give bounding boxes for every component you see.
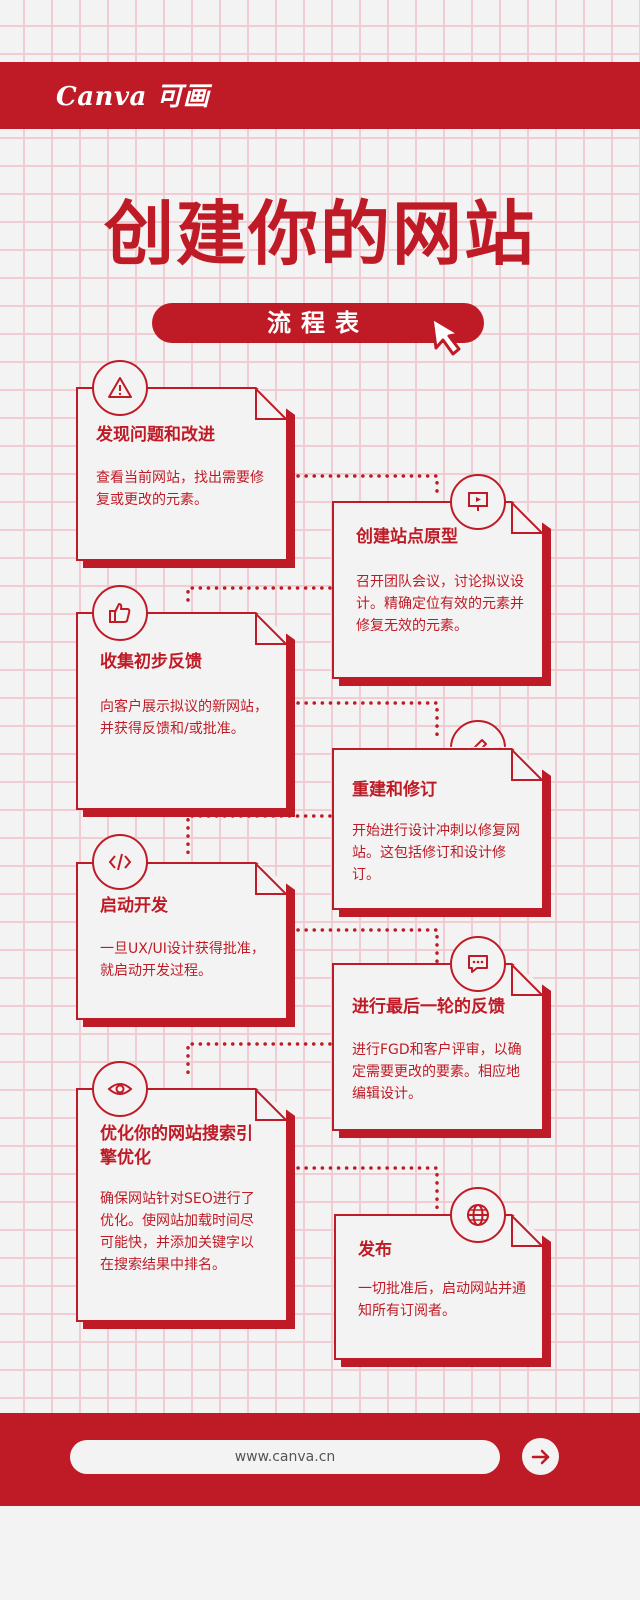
- page-fold: [510, 1214, 544, 1248]
- step-title: 优化你的网站搜索引擎优化: [100, 1124, 253, 1168]
- connector-lines: [186, 474, 439, 1210]
- eye-icon: [107, 1083, 133, 1095]
- page-fold: [254, 387, 288, 421]
- step-body: 进行FGD和客户评审，以确定需要更改的要素。相应地编辑设计。: [352, 1042, 522, 1102]
- footer-bar: www.canva.cn: [0, 1413, 640, 1506]
- step-body: 召开团队会议，讨论拟议设计。精确定位有效的元素并修复无效的元素。: [356, 574, 524, 634]
- step-card-3: 收集初步反馈 向客户展示拟议的新网站，并获得反馈和/或批准。: [76, 612, 288, 810]
- step-title: 发现问题和改进: [96, 425, 215, 445]
- step-badge-7: [92, 1061, 148, 1117]
- step-card-1: 发现问题和改进 查看当前网站，找出需要修复或更改的元素。: [76, 387, 288, 561]
- step-body: 开始进行设计冲刺以修复网站。这包括修订和设计修订。: [352, 823, 520, 883]
- brand-logo[interactable]: Canva 可画: [56, 82, 210, 112]
- step-badge-5: [92, 834, 148, 890]
- step-title: 进行最后一轮的反馈: [352, 997, 505, 1017]
- step-card-7: 优化你的网站搜索引擎优化 确保网站针对SEO进行了优化。使网站加载时间尽可能快，…: [76, 1088, 288, 1322]
- step-title: 重建和修订: [352, 780, 437, 800]
- thumbs-up-icon: [109, 603, 131, 623]
- arrow-right-icon: [531, 1449, 549, 1464]
- step-card-8: 发布 一切批准后，启动网站并通知所有订阅者。: [334, 1214, 544, 1360]
- step-title: 发布: [358, 1240, 392, 1260]
- globe-icon: [467, 1204, 489, 1226]
- url-link[interactable]: www.canva.cn: [70, 1440, 500, 1474]
- page-fold: [510, 748, 544, 782]
- step-badge-6: [450, 936, 506, 992]
- cursor-icon: [430, 316, 461, 356]
- page-fold: [254, 612, 288, 646]
- header-bar: Canva 可画: [0, 62, 640, 129]
- step-body: 查看当前网站，找出需要修复或更改的元素。: [96, 470, 264, 508]
- page-fold: [254, 1088, 288, 1122]
- page-fold: [254, 862, 288, 896]
- step-title: 创建站点原型: [356, 527, 458, 547]
- step-body: 一切批准后，启动网站并通知所有订阅者。: [358, 1281, 526, 1319]
- step-title: 收集初步反馈: [100, 652, 202, 672]
- step-card-5: 启动开发 一旦UX/UI设计获得批准，就启动开发过程。: [76, 862, 288, 1020]
- page-fold: [510, 501, 544, 535]
- code-icon: [108, 853, 132, 871]
- step-card-2: 创建站点原型 召开团队会议，讨论拟议设计。精确定位有效的元素并修复无效的元素。: [332, 501, 544, 679]
- step-card-6: 进行最后一轮的反馈 进行FGD和客户评审，以确定需要更改的要素。相应地编辑设计。: [332, 963, 544, 1131]
- next-button[interactable]: [522, 1438, 559, 1475]
- step-body: 确保网站针对SEO进行了优化。使网站加载时间尽可能快，并添加关键字以在搜索结果中…: [100, 1191, 255, 1273]
- page-title: 创建你的网站: [104, 193, 536, 275]
- warning-icon: [108, 377, 132, 398]
- step-card-4: 重建和修订 开始进行设计冲刺以修复网站。这包括修订和设计修订。: [332, 748, 544, 910]
- step-badge-1: [92, 360, 148, 416]
- step-badge-2: [450, 474, 506, 530]
- edit-icon: [473, 739, 487, 747]
- chat-bubble-icon: [468, 955, 488, 973]
- subtitle-pill: 流程表: [152, 303, 484, 343]
- step-badge-3: [92, 585, 148, 641]
- step-body: 一旦UX/UI设计获得批准，就启动开发过程。: [100, 941, 265, 979]
- step-badge-8: [450, 1187, 506, 1243]
- step-body: 向客户展示拟议的新网站，并获得反馈和/或批准。: [100, 699, 268, 737]
- page-fold: [510, 963, 544, 997]
- step-title: 启动开发: [100, 896, 168, 916]
- presentation-icon: [468, 492, 488, 511]
